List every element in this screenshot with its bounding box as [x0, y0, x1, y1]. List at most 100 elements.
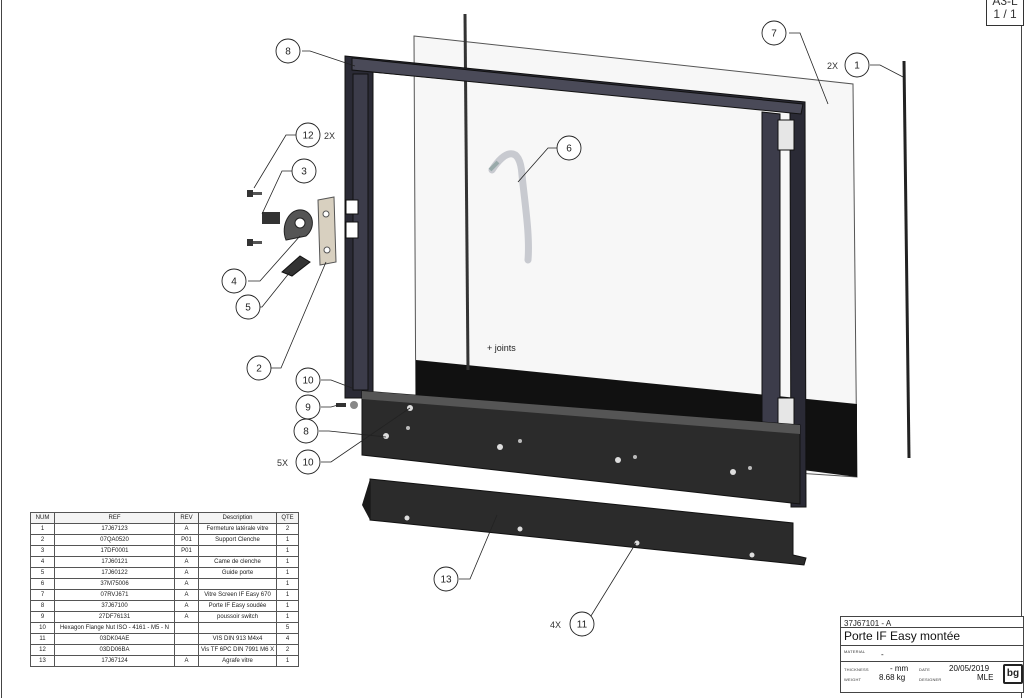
qty-label-7: 2X [827, 61, 838, 71]
callout-number: 5 [245, 303, 251, 314]
callout-6: 6 [556, 135, 582, 161]
bom-cell-ref: Hexagon Flange Nut ISO - 4161 - M5 - N [54, 622, 175, 634]
bom-cell-ref: 07QA0520 [54, 534, 175, 546]
callout-10: 10 [295, 367, 321, 393]
date-label: DATE [919, 667, 931, 672]
bom-cell-rev [174, 644, 199, 656]
bom-cell-description: VIS DIN 913 M4x4 [198, 633, 277, 645]
bom-cell-rev [174, 622, 199, 634]
title-block: 37J67101 - A Porte IF Easy montée MATERI… [840, 616, 1024, 693]
push-switch [336, 401, 358, 409]
bom-cell-qte: 1 [276, 655, 299, 667]
bom-cell-rev: A [174, 523, 199, 535]
bom-cell-ref: 17J60121 [54, 556, 175, 568]
bom-cell-num: 6 [30, 578, 55, 590]
callout-number: 4 [231, 277, 237, 288]
callout-number: 8 [303, 427, 309, 438]
thickness-label: THICKNESS [844, 667, 869, 672]
callout-number: 3 [301, 167, 307, 178]
bom-cell-qte: 1 [276, 556, 299, 568]
bom-cell-qte: 1 [276, 589, 299, 601]
callout-2: 2 [246, 355, 272, 381]
bom-cell-description: Fermeture latérale vitre [198, 523, 277, 535]
callout-circle [844, 52, 870, 78]
drawing-ref: 37J67101 - A [844, 619, 892, 628]
material-value: - [881, 650, 884, 659]
designer-value: MLE [977, 673, 994, 682]
bom-cell-qte: 1 [276, 567, 299, 579]
bom-cell-num: 5 [30, 567, 55, 579]
bom-cell-ref: 17J67124 [54, 655, 175, 667]
bom-cell-ref: 37M75006 [54, 578, 175, 590]
callout-circle [221, 268, 247, 294]
sheet-id-box: A3-L 1 / 1 [986, 0, 1024, 26]
callout-9: 9 [295, 394, 321, 420]
callout-number: 10 [302, 376, 314, 387]
bom-cell-qte: 1 [276, 545, 299, 557]
screw-12-lower [247, 239, 262, 246]
qty-label-10: 5X [277, 458, 288, 468]
callout-number: 11 [577, 620, 588, 631]
bom-cell-ref: 17J60122 [54, 567, 175, 579]
bom-cell-qte: 4 [276, 633, 299, 645]
date-value: 20/05/2019 [949, 664, 990, 673]
bom-cell-ref: 03DD06BA [54, 644, 175, 656]
callout-number: 6 [566, 144, 572, 155]
bom-cell-ref: 37J67100 [54, 600, 175, 612]
weight-value: 8.68 kg [879, 673, 906, 682]
bom-cell-rev: A [174, 600, 199, 612]
callout-circle [433, 566, 459, 592]
bom-header-qte: QTE [276, 512, 299, 524]
callout-number: 2 [256, 364, 262, 375]
bom-cell-description: Porte IF Easy soudée [198, 600, 277, 612]
bom-cell-num: 4 [30, 556, 55, 568]
bom-cell-qte: 2 [276, 644, 299, 656]
sheet-page: 1 / 1 [993, 7, 1017, 21]
bom-cell-rev: A [174, 655, 199, 667]
callout-5: 5 [235, 294, 261, 320]
bom-cell-qte: 2 [276, 523, 299, 535]
thickness-value: - mm [890, 664, 909, 673]
callout-12: 12 [295, 122, 321, 148]
bom-header-row: NUM REF REV Description QTE [30, 512, 299, 524]
callout-circle [569, 611, 595, 637]
drawing-title: Porte IF Easy montée [844, 629, 961, 643]
callout-circle [295, 367, 321, 393]
bom-cell-qte: 1 [276, 578, 299, 590]
callout-3: 3 [291, 158, 317, 184]
bom-cell-ref: 17DF0001 [54, 545, 175, 557]
bom-cell-num: 8 [30, 600, 55, 612]
designer-label: DESIGNER [919, 677, 942, 682]
callout-8: 8 [275, 38, 301, 64]
bom-cell-ref: 03DK04AE [54, 633, 175, 645]
side-closure-rod [902, 60, 911, 459]
callout-circle [295, 122, 321, 148]
callout-circle [246, 355, 272, 381]
bom-cell-ref: 27DF76131 [54, 611, 175, 623]
bom-cell-num: 7 [30, 589, 55, 601]
bom-cell-rev: A [174, 611, 199, 623]
bom-cell-description [198, 622, 277, 634]
callout-number: 9 [305, 403, 311, 414]
callout-number: 12 [302, 131, 314, 142]
bom-cell-num: 2 [30, 534, 55, 546]
screw-12-upper [247, 190, 262, 197]
bom-cell-rev: A [174, 567, 199, 579]
qty-label-12: 2X [324, 131, 335, 141]
callout-circle [556, 135, 582, 161]
qty-label-11: 4X [550, 620, 561, 630]
callout-8: 8 [293, 418, 319, 444]
door-guide [281, 255, 311, 277]
bom-cell-description: Came de clenche [198, 556, 277, 568]
